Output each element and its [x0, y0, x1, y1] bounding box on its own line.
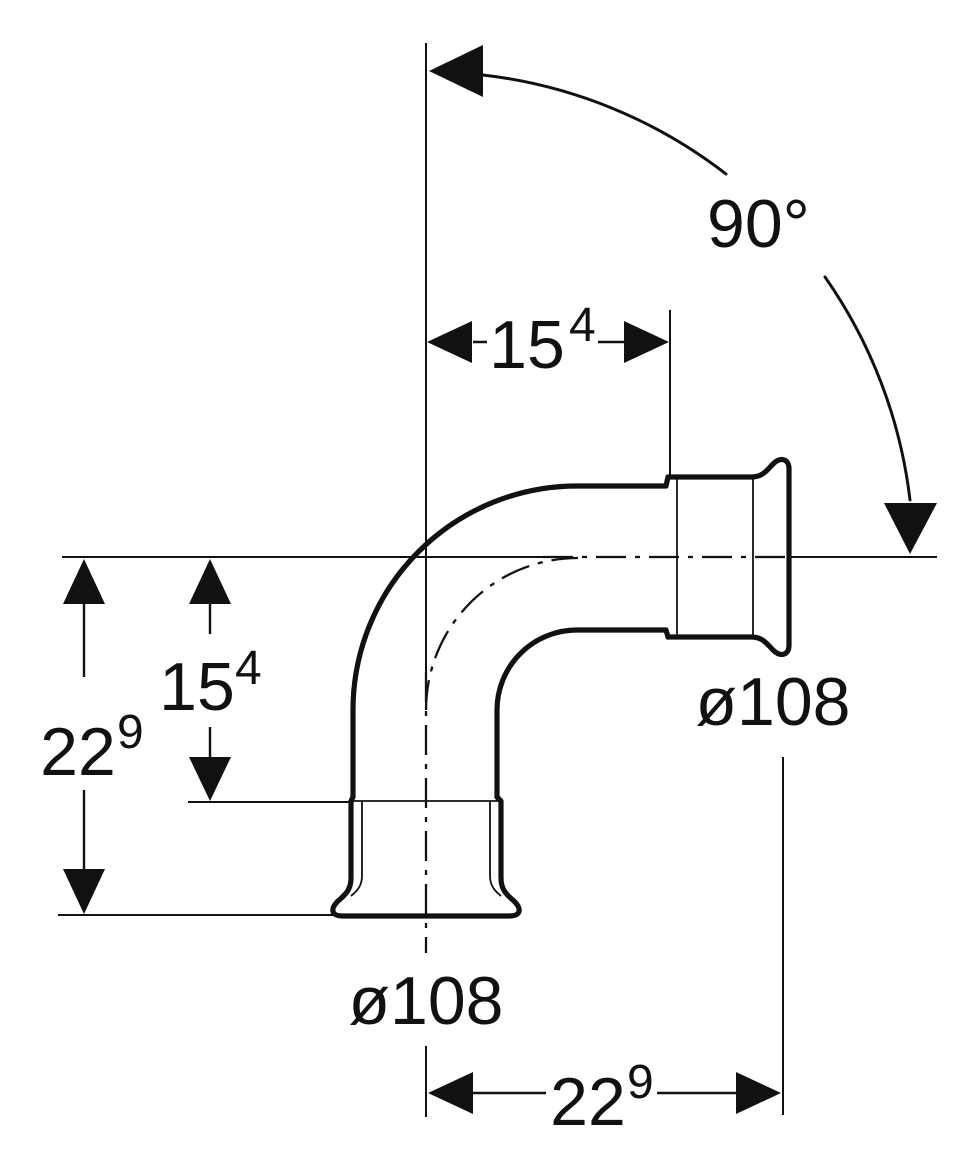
- left-offset-value: 15: [159, 649, 235, 725]
- left-total-value-sup: 9: [117, 706, 144, 759]
- bottom-dim-value-sup: 9: [627, 1056, 654, 1109]
- dimension-bottom-total: 22 9: [428, 1056, 781, 1140]
- elbow-inner-contour: [494, 627, 671, 800]
- pipe-elbow-fitting: [330, 457, 792, 919]
- bottom-socket-bead-inner-curves: [350, 875, 502, 897]
- elbow-outer-contour: [350, 474, 671, 800]
- bottom-dim-arrowhead-left-icon: [428, 1072, 473, 1114]
- bottom-dim-arrowhead-right-icon: [736, 1072, 781, 1114]
- left-total-arrowhead-down-icon: [63, 869, 105, 914]
- top-dim-arrowhead-right-icon: [624, 321, 669, 363]
- centerline-bend-arc-icon: [424, 556, 579, 711]
- angle-value-label: 90°: [707, 186, 810, 262]
- diameter-labels: ø108 ø108: [349, 664, 851, 1039]
- right-socket-bead-inner-curves: [752, 466, 771, 648]
- bottom-socket-wall-lines: [361, 801, 491, 876]
- axis-lines: [58, 43, 937, 1117]
- bottom-dim-value: 22: [550, 1064, 626, 1140]
- angle-arc-lower-segment: [823, 275, 912, 502]
- top-dim-arrowhead-left-icon: [427, 321, 472, 363]
- left-total-value: 22: [40, 714, 116, 790]
- bottom-socket-outline: [330, 794, 522, 919]
- left-offset-arrowhead-down-icon: [189, 757, 231, 801]
- angle-arrowhead-down-icon: [884, 503, 937, 554]
- dimension-left-total: 22 9: [40, 559, 144, 914]
- dimension-angle-90: 90°: [429, 45, 937, 554]
- angle-arc-upper-segment: [481, 73, 728, 176]
- left-offset-arrowhead-up-icon: [189, 559, 231, 604]
- angle-arrowhead-left-icon: [429, 45, 483, 97]
- top-dim-value-sup: 4: [569, 299, 596, 352]
- centerlines: [424, 555, 789, 953]
- right-socket-diameter-label: ø108: [696, 664, 851, 740]
- dimension-top-offset: 15 4: [427, 299, 669, 383]
- dimension-left-offset: 15 4: [159, 559, 262, 801]
- bottom-socket-diameter-label: ø108: [349, 963, 504, 1039]
- top-dim-value: 15: [489, 307, 565, 383]
- left-total-arrowhead-up-icon: [63, 559, 105, 604]
- left-offset-value-sup: 4: [235, 642, 262, 695]
